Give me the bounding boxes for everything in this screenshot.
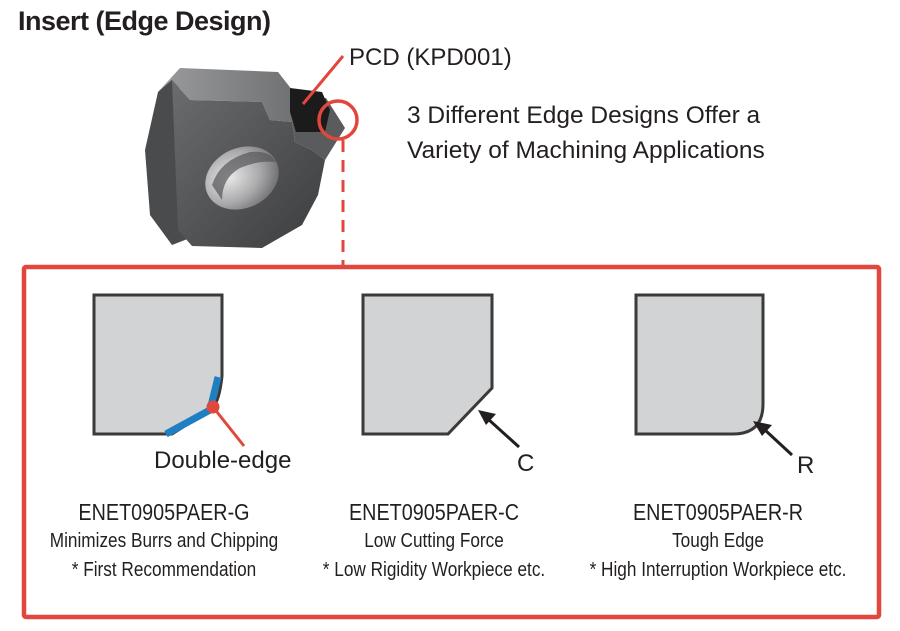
edge-g-code: ENET0905PAER-G xyxy=(78,499,250,525)
edge-r-illustration xyxy=(634,293,794,457)
headline: 3 Different Edge Designs Offer a Variety… xyxy=(407,98,765,168)
edge-r-code: ENET0905PAER-R xyxy=(632,499,804,525)
edge-c-code: ENET0905PAER-C xyxy=(348,499,520,525)
pcd-leader-line xyxy=(301,55,345,105)
edge-g-description: ENET0905PAER-G Minimizes Burrs and Chipp… xyxy=(35,497,293,585)
edge-r-arrow-shaft xyxy=(763,428,794,457)
edge-c-insert xyxy=(361,293,494,436)
insert-hole xyxy=(205,146,279,210)
pcd-label: PCD (KPD001) xyxy=(349,44,512,71)
edge-r-feature: Tough Edge xyxy=(672,530,764,552)
edge-g-feature: Minimizes Burrs and Chipping xyxy=(49,530,279,552)
edge-g-leader-line xyxy=(211,406,246,447)
edge-c-arrow-shaft xyxy=(486,417,521,449)
edge-c-feature: Low Cutting Force xyxy=(364,530,504,552)
pcd-highlight-circle xyxy=(317,99,359,141)
insert-3d-illustration xyxy=(145,68,345,248)
double-edge-label: Double-edge xyxy=(154,447,292,474)
edge-design-frame xyxy=(21,264,882,620)
edge-r-note: * High Interruption Workpiece etc. xyxy=(589,559,847,581)
edge-g-leader-dot xyxy=(206,400,220,414)
edge-r-description: ENET0905PAER-R Tough Edge * High Interru… xyxy=(589,497,847,585)
headline-line-1: 3 Different Edge Designs Offer a xyxy=(407,102,761,129)
chamfer-c-label: C xyxy=(517,450,535,477)
edge-c-description: ENET0905PAER-C Low Cutting Force * Low R… xyxy=(305,497,563,585)
headline-line-2: Variety of Machining Applications xyxy=(407,137,765,164)
edge-g-note: * First Recommendation xyxy=(71,559,257,581)
round-r-label: R xyxy=(797,452,815,479)
page-title: Insert (Edge Design) xyxy=(18,6,271,36)
edge-g-illustration xyxy=(92,293,246,447)
edge-c-illustration xyxy=(361,293,521,449)
edge-r-insert xyxy=(634,293,765,436)
edge-r-arrowhead xyxy=(753,421,772,436)
edge-c-note: * Low Rigidity Workpiece etc. xyxy=(322,559,546,581)
edge-c-arrowhead xyxy=(478,410,496,425)
insert-top-face xyxy=(158,68,300,122)
insert-hole-shadow xyxy=(212,151,276,200)
